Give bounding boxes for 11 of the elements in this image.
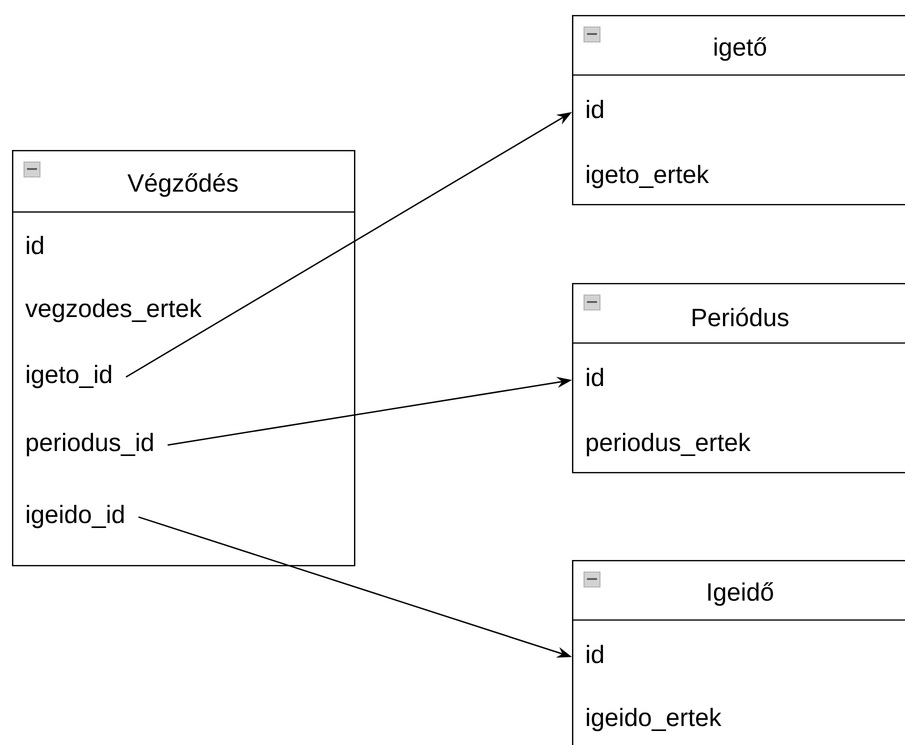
table-row: id <box>586 100 604 118</box>
table-row: id <box>586 368 604 386</box>
table-row: id <box>586 644 604 664</box>
table-row: igeto_id <box>26 364 112 388</box>
table-row: periodus_id <box>26 432 153 456</box>
table-row: periodus_ertek <box>586 432 751 456</box>
table-row: igeto_ertek <box>586 164 709 188</box>
table-row: igeido_ertek <box>586 708 722 732</box>
table-row: vegzodes_ertek <box>25 298 202 322</box>
table-row: igeido_id <box>26 504 124 528</box>
table-row: id <box>26 236 44 254</box>
